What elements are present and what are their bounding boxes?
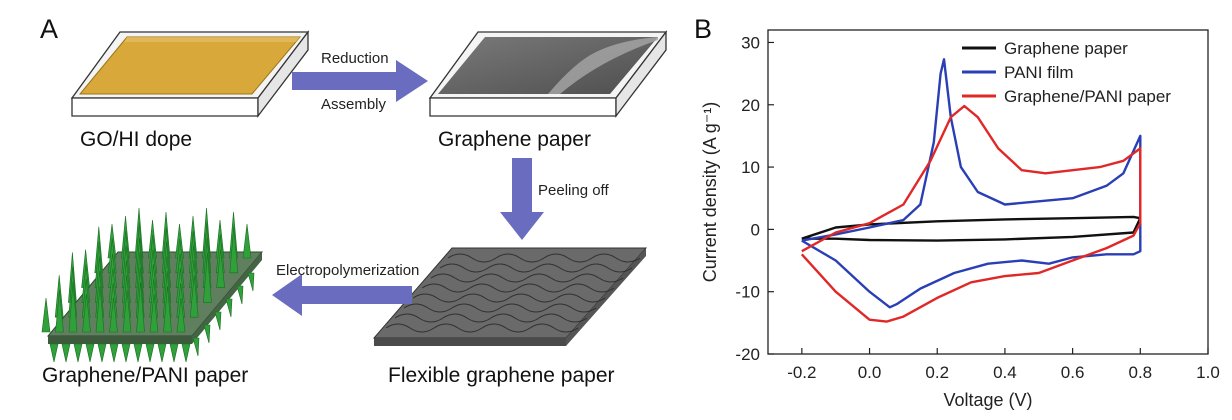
legend-label: PANI film: [1004, 63, 1074, 82]
pani-spike-up: [136, 281, 145, 333]
pani-spike-down: [121, 343, 131, 363]
x-tick-label: -0.2: [787, 363, 816, 382]
caption-go-hi: GO/HI dope: [80, 128, 193, 151]
x-tick-label: 0.2: [925, 363, 949, 382]
series-line-1: [801, 58, 1142, 309]
panel-a-schematic: A: [40, 14, 668, 387]
panel-b-label: B: [694, 14, 713, 44]
assembly-label: Assembly: [321, 96, 387, 113]
go-hi-dope-tray: [70, 30, 310, 118]
y-tick-label: -10: [735, 283, 760, 302]
pani-spike-down: [236, 285, 244, 305]
pani-spike-up: [163, 285, 172, 333]
legend-label: Graphene paper: [1004, 39, 1128, 58]
y-axis-label: Current density (A g⁻¹): [700, 102, 720, 283]
reduction-label: Reduction: [321, 50, 389, 67]
series-line-2: [800, 104, 1142, 323]
pani-spike-down: [145, 343, 155, 363]
pani-spike-up: [122, 289, 132, 333]
caption-graphene-paper: Graphene paper: [438, 128, 591, 151]
y-axis-ticks: -20 -10 0 10 20 30: [735, 33, 774, 364]
pani-spike-down: [247, 272, 255, 292]
pani-spike-down: [225, 298, 233, 318]
pani-spike-down: [97, 343, 107, 363]
pani-spike-down: [214, 311, 222, 331]
electropolymerization-arrow: [272, 274, 412, 316]
y-tick-label: -20: [735, 345, 760, 364]
peeling-arrow: [500, 158, 544, 240]
pani-spike-up: [216, 249, 225, 288]
caption-flexible: Flexible graphene paper: [388, 364, 615, 387]
pani-spike-down: [109, 343, 119, 363]
schematic-drawing: [41, 30, 668, 363]
pani-spike-up: [109, 297, 118, 333]
x-tick-label: 0.4: [993, 363, 1017, 382]
x-tick-label: 1.0: [1196, 363, 1220, 382]
caption-composite: Graphene/PANI paper: [42, 364, 249, 387]
pani-spike-up: [242, 223, 252, 259]
reduction-arrow: [292, 60, 428, 102]
pani-spike-up: [41, 297, 51, 333]
cv-plot: -20 -10 0 10 20 30 -0.2 0.0 0.2 0.4 0.6 0.8 1.0 Gra…: [700, 29, 1220, 410]
x-tick-label: 0.6: [1061, 363, 1085, 382]
pani-spike-down: [133, 343, 143, 363]
pani-spike-up: [95, 285, 105, 333]
pani-spike-up: [68, 281, 78, 333]
pani-spike-down: [157, 343, 167, 363]
pani-spike-up: [203, 252, 212, 303]
panel-b-cv-chart: B -20 -10 0 10 20 30 -0.2 0.0 0.2 0.4 0.6 0.8 1.0 G…: [690, 0, 1232, 420]
legend-label: Graphene/PANI paper: [1004, 87, 1171, 106]
pani-spike-down: [73, 343, 83, 363]
pani-spike-up: [149, 293, 159, 333]
pani-spike-down: [49, 343, 59, 363]
peeling-label: Peeling off: [538, 182, 609, 199]
electropolymerization-label: Electropolymerization: [276, 262, 420, 279]
flexible-graphene-sheet: [372, 247, 648, 346]
series-lines: [800, 58, 1142, 323]
pani-spike-down: [85, 343, 95, 363]
x-tick-label: 0.0: [858, 363, 882, 382]
y-tick-label: 0: [751, 220, 760, 239]
pani-spike-down: [203, 324, 211, 344]
y-tick-label: 20: [741, 96, 760, 115]
x-axis-label: Voltage (V): [943, 390, 1032, 410]
x-tick-label: 0.8: [1128, 363, 1152, 382]
pani-spike-down: [169, 343, 179, 363]
pani-spike-down: [192, 337, 200, 357]
pani-spike-down: [61, 343, 71, 363]
pani-spike-up: [176, 297, 186, 333]
pani-spike-up: [55, 289, 64, 333]
graphene-pani-composite: [41, 207, 264, 363]
y-tick-label: 30: [741, 33, 760, 52]
pani-spike-down: [181, 343, 191, 363]
pani-spike-up: [82, 293, 91, 333]
pani-spike-up: [229, 226, 239, 274]
y-tick-label: 10: [741, 158, 760, 177]
x-axis-ticks: -0.2 0.0 0.2 0.4 0.6 0.8 1.0: [787, 348, 1220, 382]
pani-spike-up: [189, 275, 199, 318]
plot-frame: [767, 29, 1209, 355]
panel-a-label: A: [40, 14, 59, 44]
graphene-paper-tray: [428, 30, 668, 118]
